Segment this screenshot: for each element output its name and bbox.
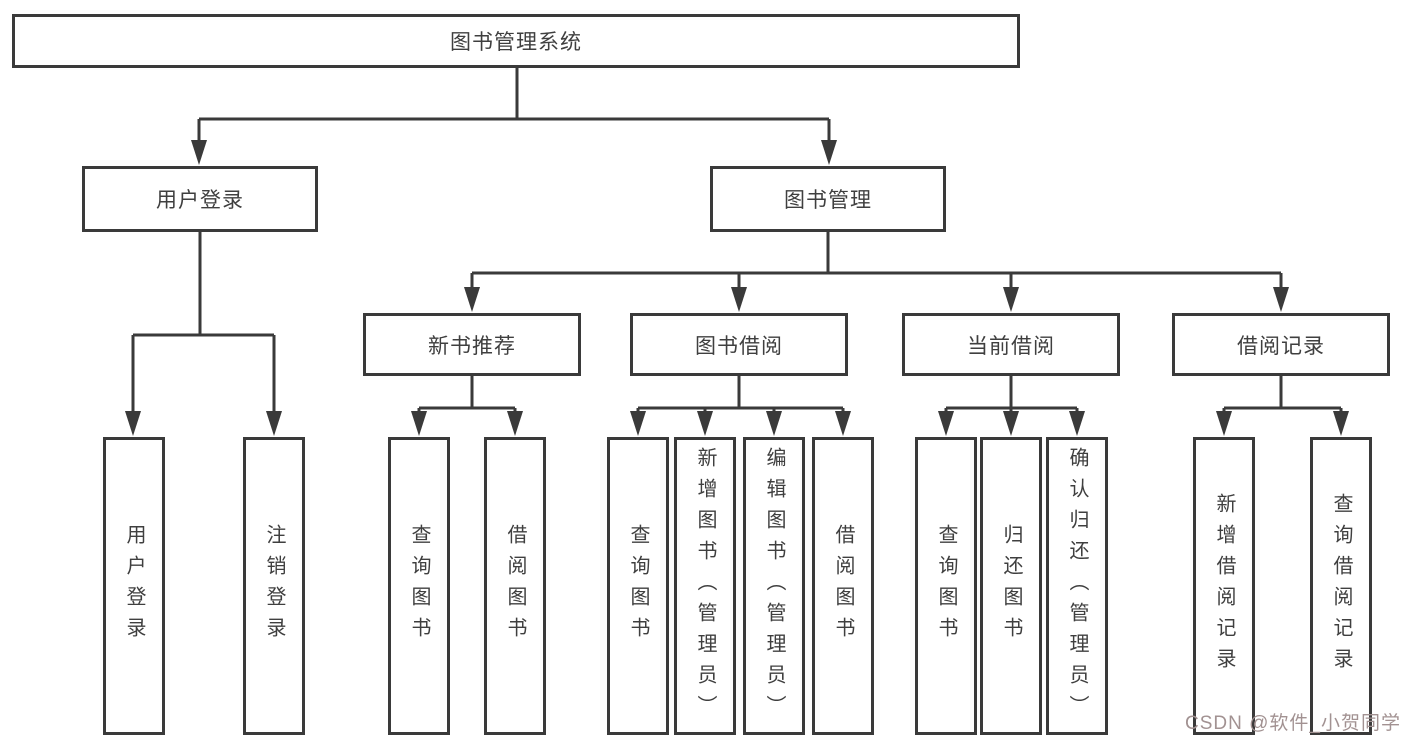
- node-user-login-branch: 用户登录: [82, 166, 318, 232]
- leaf-confirm-return-admin: 确认归还（管理员）: [1046, 437, 1108, 735]
- leaf-borrow-books-recommend-label: 借阅图书: [504, 524, 526, 648]
- node-book-management-branch: 图书管理: [710, 166, 946, 232]
- node-borrow-records: 借阅记录: [1172, 313, 1390, 376]
- leaf-query-borrow-record: 查询借阅记录: [1310, 437, 1372, 735]
- leaf-borrow-books: 借阅图书: [812, 437, 874, 735]
- leaf-query-borrow-record-label: 查询借阅记录: [1330, 493, 1352, 679]
- leaf-return-book: 归还图书: [980, 437, 1042, 735]
- leaf-return-book-label: 归还图书: [1000, 524, 1022, 648]
- leaf-logout: 注销登录: [243, 437, 305, 735]
- leaf-edit-book-admin: 编辑图书（管理员）: [743, 437, 805, 735]
- leaf-user-login-label: 用户登录: [123, 524, 145, 648]
- leaf-query-books-borrow: 查询图书: [607, 437, 669, 735]
- leaf-add-borrow-record: 新增借阅记录: [1193, 437, 1255, 735]
- leaf-confirm-return-admin-label: 确认归还（管理员）: [1066, 446, 1088, 726]
- leaf-add-borrow-record-label: 新增借阅记录: [1213, 493, 1235, 679]
- leaf-add-book-admin-label: 新增图书（管理员）: [694, 446, 716, 726]
- node-current-borrow: 当前借阅: [902, 313, 1120, 376]
- leaf-query-books-recommend-label: 查询图书: [408, 524, 430, 648]
- leaf-query-books-borrow-label: 查询图书: [627, 524, 649, 648]
- leaf-add-book-admin: 新增图书（管理员）: [674, 437, 736, 735]
- leaf-borrow-books-label: 借阅图书: [832, 524, 854, 648]
- node-new-book-recommend: 新书推荐: [363, 313, 581, 376]
- leaf-borrow-books-recommend: 借阅图书: [484, 437, 546, 735]
- leaf-query-books-current: 查询图书: [915, 437, 977, 735]
- leaf-query-books-current-label: 查询图书: [935, 524, 957, 648]
- leaf-logout-label: 注销登录: [263, 524, 285, 648]
- leaf-edit-book-admin-label: 编辑图书（管理员）: [763, 446, 785, 726]
- leaf-query-books-recommend: 查询图书: [388, 437, 450, 735]
- leaf-user-login: 用户登录: [103, 437, 165, 735]
- node-book-borrow: 图书借阅: [630, 313, 848, 376]
- node-root-system: 图书管理系统: [12, 14, 1020, 68]
